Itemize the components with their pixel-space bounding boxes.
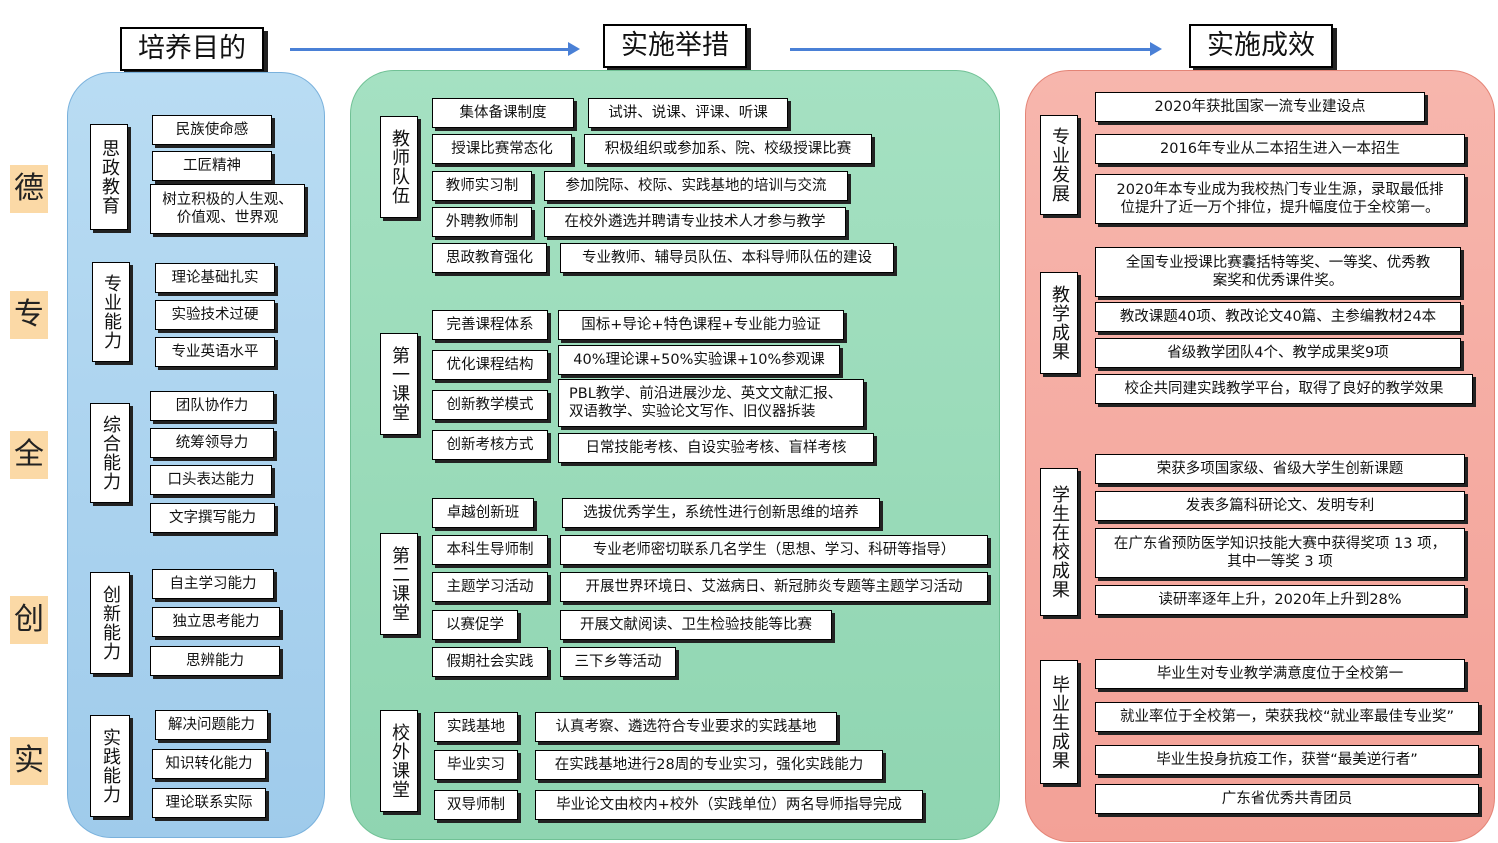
measure-item: 假期社会实践	[432, 647, 548, 677]
measure-detail: PBL教学、前沿进展沙龙、英文文献汇报、 双语教学、实验论文写作、旧仪器拆装	[558, 379, 864, 427]
measure-detail: 试讲、说课、评课、听课	[588, 98, 788, 128]
side-char-de: 德	[10, 165, 48, 213]
measure-detail: 开展文献阅读、卫生检验技能等比赛	[560, 610, 832, 640]
goal-item: 实验技术过硬	[155, 300, 275, 330]
effect-item: 在广东省预防医学知识技能大赛中获得奖项 13 项， 其中一等奖 3 项	[1095, 528, 1465, 578]
goal-item: 文字撰写能力	[150, 503, 275, 533]
measure-group-title: 第一课堂	[380, 333, 418, 435]
measure-item: 创新教学模式	[432, 390, 548, 420]
effect-item: 2016年专业从二本招生进入一本招生	[1095, 134, 1465, 164]
goal-item: 解决问题能力	[155, 710, 268, 740]
measure-item: 以赛促学	[432, 610, 518, 640]
measure-item: 毕业实习	[434, 750, 518, 780]
effect-item: 全国专业授课比赛囊括特等奖、一等奖、优秀教 案奖和优秀课件奖。	[1095, 247, 1461, 297]
effect-item: 2020年获批国家一流专业建设点	[1095, 92, 1425, 122]
measure-item: 思政教育强化	[432, 243, 547, 273]
effect-item: 教改课题40项、教改论文40篇、主参编教材24本	[1095, 302, 1461, 332]
measure-item: 实践基地	[434, 712, 518, 742]
measure-item: 优化课程结构	[432, 350, 548, 380]
goal-item: 树立积极的人生观、 价值观、世界观	[150, 184, 305, 234]
measure-detail: 开展世界环境日、艾滋病日、新冠肺炎专题等主题学习活动	[560, 572, 988, 602]
side-char-shi: 实	[10, 737, 48, 785]
goal-item: 理论基础扎实	[155, 263, 275, 293]
goal-group-title: 综合能力	[90, 403, 130, 503]
measure-item: 主题学习活动	[432, 572, 548, 602]
measure-item: 本科生导师制	[432, 535, 548, 565]
measure-detail: 在实践基地进行28周的专业实习，强化实践能力	[535, 750, 883, 780]
measure-item: 双导师制	[434, 790, 518, 820]
header-effect: 实施成效	[1189, 24, 1333, 68]
measure-detail: 国标+导论+特色课程+专业能力验证	[558, 310, 844, 340]
measure-group-title: 第二课堂	[380, 533, 418, 635]
effect-group-title: 学生在校成果	[1040, 468, 1078, 616]
header-goal: 培养目的	[120, 27, 264, 71]
measure-item: 完善课程体系	[432, 310, 548, 340]
effect-item: 2020年本专业成为我校热门专业生源，录取最低排 位提升了近一万个排位，提升幅度…	[1095, 174, 1465, 224]
goal-group-title: 创新能力	[90, 572, 130, 674]
measure-detail: 专业教师、辅导员队伍、本科导师队伍的建设	[560, 243, 894, 273]
effect-item: 毕业生对专业教学满意度位于全校第一	[1095, 659, 1465, 689]
effect-item: 发表多篇科研论文、发明专利	[1095, 491, 1465, 521]
effect-item: 广东省优秀共青团员	[1095, 784, 1479, 814]
goal-item: 独立思考能力	[152, 607, 280, 637]
goal-item: 专业英语水平	[155, 337, 275, 367]
effect-item: 校企共同建实践教学平台，取得了良好的教学效果	[1095, 374, 1473, 404]
effect-item: 读研率逐年上升，2020年上升到28%	[1095, 585, 1465, 615]
measure-item: 卓越创新班	[432, 498, 534, 528]
measure-detail: 在校外遴选并聘请专业技术人才参与教学	[544, 207, 846, 237]
effect-item: 毕业生投身抗疫工作，获誉“最美逆行者”	[1095, 745, 1479, 775]
measure-detail: 专业老师密切联系几名学生（思想、学习、科研等指导）	[560, 535, 988, 565]
goal-item: 统筹领导力	[150, 428, 274, 458]
goal-item: 口头表达能力	[150, 465, 272, 495]
goal-item: 思辨能力	[150, 646, 280, 676]
goal-group-title: 实践能力	[90, 715, 130, 817]
measure-item: 授课比赛常态化	[432, 134, 572, 164]
effect-item: 就业率位于全校第一，荣获我校“就业率最佳专业奖”	[1095, 702, 1479, 732]
effect-group-title: 毕业生成果	[1040, 660, 1078, 784]
goal-group-title: 专业能力	[92, 262, 130, 362]
measure-item: 外聘教师制	[432, 207, 532, 237]
arrow-measure-to-effect	[790, 42, 1162, 56]
arrow-goal-to-measure	[290, 42, 580, 56]
measure-group-title: 校外课堂	[380, 710, 418, 812]
measure-detail: 积极组织或参加系、院、校级授课比赛	[584, 134, 872, 164]
goal-item: 团队协作力	[150, 391, 274, 421]
effect-item: 荣获多项国家级、省级大学生创新课题	[1095, 454, 1465, 484]
measure-detail: 三下乡等活动	[560, 647, 676, 677]
measure-detail: 参加院际、校际、实践基地的培训与交流	[544, 171, 848, 201]
effect-group-title: 教学成果	[1040, 272, 1078, 374]
side-char-quan: 全	[10, 431, 48, 479]
goal-item: 工匠精神	[152, 151, 272, 181]
side-char-chuang: 创	[10, 596, 48, 644]
goal-item: 理论联系实际	[152, 788, 266, 818]
measure-detail: 认真考察、遴选符合专业要求的实践基地	[535, 712, 837, 742]
goal-item: 知识转化能力	[152, 749, 266, 779]
header-measure: 实施举措	[603, 24, 747, 68]
measure-detail: 40%理论课+50%实验课+10%参观课	[558, 345, 840, 375]
measure-detail: 选拔优秀学生，系统性进行创新思维的培养	[562, 498, 880, 528]
goal-group-title: 思政教育	[90, 124, 128, 230]
measure-group-title: 教师队伍	[380, 116, 418, 218]
effect-group-title: 专业发展	[1040, 115, 1078, 215]
effect-item: 省级教学团队4个、教学成果奖9项	[1095, 338, 1461, 368]
measure-item: 教师实习制	[432, 171, 532, 201]
measure-item: 集体备课制度	[432, 98, 574, 128]
side-char-zhuan: 专	[10, 291, 48, 339]
goal-item: 自主学习能力	[152, 569, 274, 599]
measure-item: 创新考核方式	[432, 430, 548, 460]
measure-detail: 日常技能考核、自设实验考核、盲样考核	[558, 433, 874, 463]
goal-item: 民族使命感	[152, 115, 272, 145]
measure-detail: 毕业论文由校内+校外（实践单位）两名导师指导完成	[535, 790, 923, 820]
